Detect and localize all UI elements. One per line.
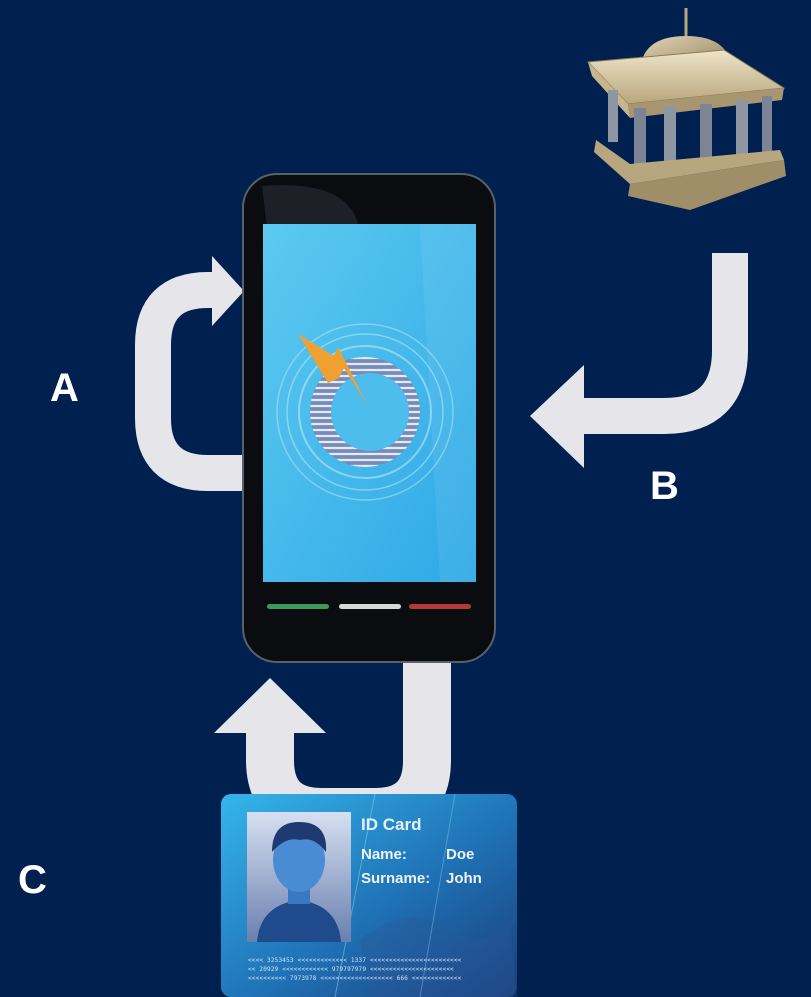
arrow-c	[214, 660, 451, 836]
id-card-surname-value: John	[446, 870, 482, 887]
id-card-name-label: Name:	[361, 846, 407, 863]
label-a: A	[50, 366, 79, 410]
id-card-mrz-line-2: << 20929 <<<<<<<<<<<< 979797979 <<<<<<<<…	[248, 966, 454, 973]
id-card-title: ID Card	[361, 815, 422, 834]
bank-building-icon	[586, 8, 786, 210]
arrow-b	[530, 253, 748, 468]
smartphone-icon	[242, 173, 496, 663]
label-b: B	[650, 464, 679, 508]
id-card-surname-label: Surname:	[361, 870, 431, 887]
call-button-icon	[267, 604, 329, 609]
id-photo	[247, 812, 351, 942]
id-card-icon	[221, 793, 517, 997]
id-card-mrz-line-3: <<<<<<<<<< 7973978 <<<<<<<<<<<<<<<<<<< 6…	[248, 975, 462, 982]
label-c: C	[18, 858, 47, 902]
end-call-button-icon	[409, 604, 471, 609]
id-card-name-value: Doe	[446, 846, 475, 863]
id-card-mrz-line-1: <<<< 3253453 <<<<<<<<<<<<< 1337 <<<<<<<<…	[248, 957, 462, 964]
arrow-a	[135, 256, 244, 491]
home-button-icon	[339, 604, 401, 609]
